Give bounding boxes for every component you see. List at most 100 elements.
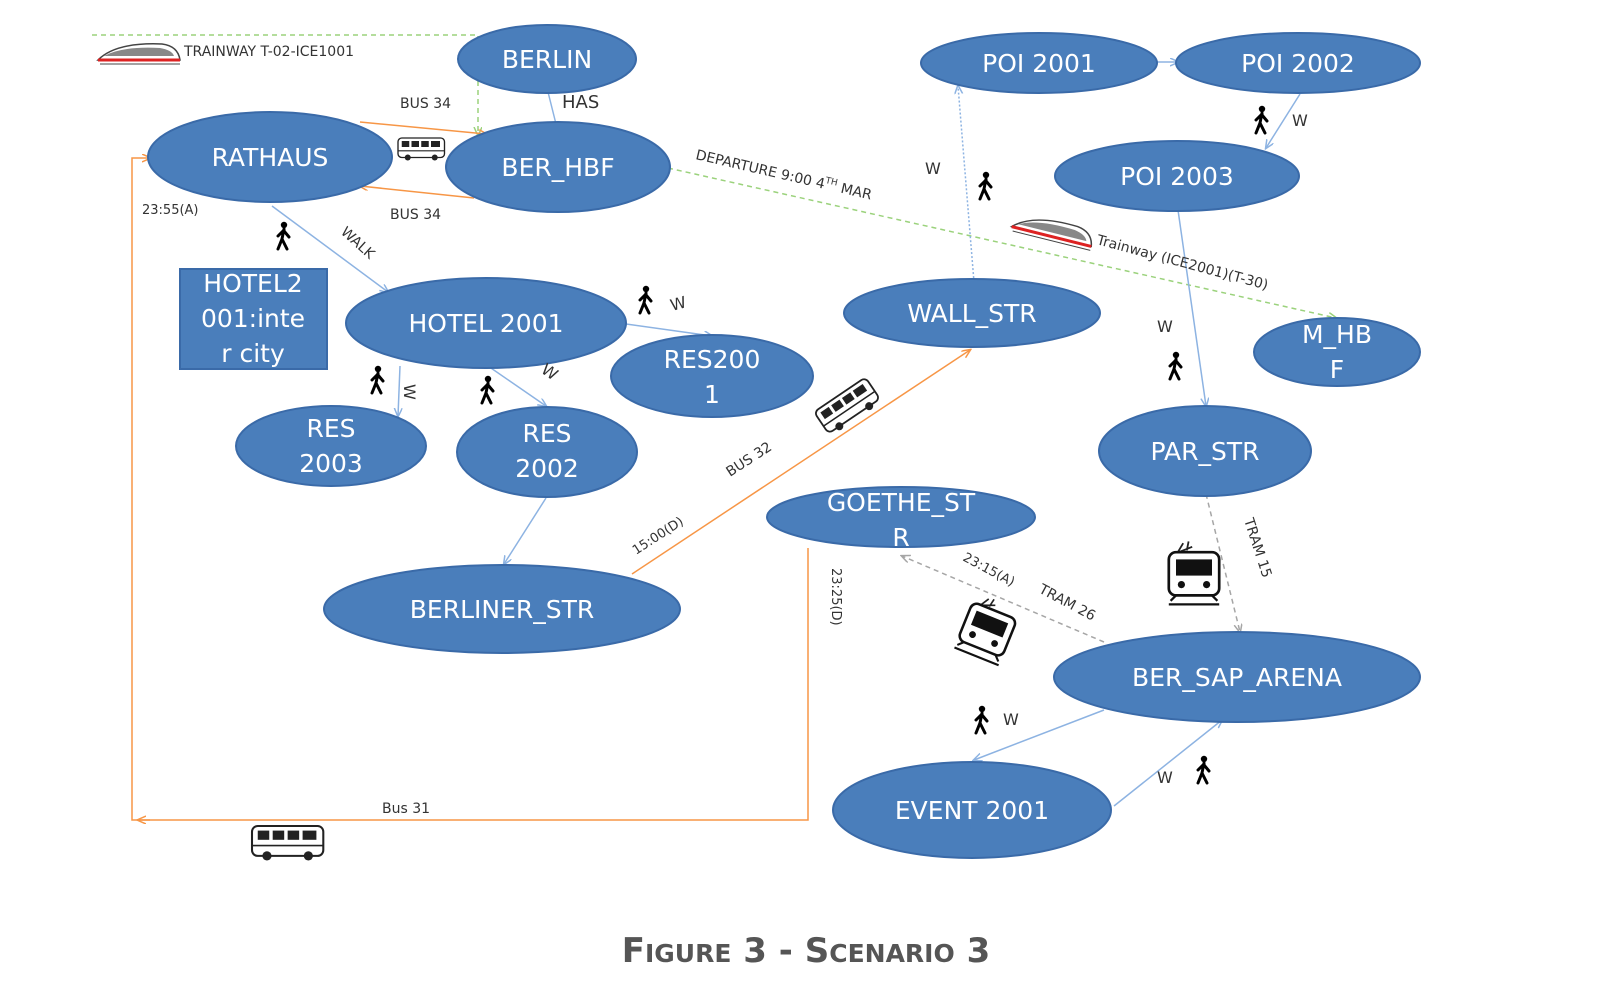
label-poi-2001: POI 2001 — [982, 49, 1096, 78]
label-m-hbf-line1: M_HB — [1302, 320, 1372, 349]
edge-walk-event-arena — [1113, 720, 1222, 807]
edge-walk-poi2003-parstr — [1177, 209, 1206, 406]
tram-icon — [1167, 540, 1221, 606]
hotel-box-line1: HOTEL2 — [203, 269, 302, 298]
edge-walk-res2002-berliner — [504, 497, 547, 564]
label-rathaus: RATHAUS — [212, 143, 329, 172]
label-bus34-bottom: BUS 34 — [390, 207, 441, 223]
label-w-poi2002-poi2003: W — [1292, 111, 1308, 130]
label-hotel-2001: HOTEL 2001 — [408, 309, 563, 338]
node-poi-2003[interactable] — [1054, 140, 1300, 212]
label-goethe-str-line1: GOETHE_ST — [827, 488, 976, 517]
pedestrian-icon — [480, 374, 495, 405]
label-res2003-line1: RES — [306, 414, 355, 443]
node-goethe-str[interactable] — [766, 486, 1036, 548]
edge-bus31 — [131, 158, 809, 821]
node-ber-sap-arena[interactable] — [1053, 631, 1421, 723]
node-labels: BERLIN RATHAUS BER_HBF HOTEL 2001 RES200… — [201, 45, 1372, 825]
pedestrian-icon — [1196, 754, 1211, 785]
edge-bus34-top — [359, 121, 486, 134]
node-rathaus[interactable] — [147, 111, 393, 203]
pedestrian-icon — [276, 220, 291, 251]
pedestrian-icon — [1254, 104, 1269, 135]
node-event-2001[interactable] — [832, 761, 1112, 859]
label-bus34-top: BUS 34 — [400, 96, 451, 112]
label-ber-sap-arena: BER_SAP_ARENA — [1132, 663, 1342, 692]
edge-bus32 — [631, 350, 970, 575]
node-res2003[interactable] — [235, 405, 427, 487]
pedestrian-icon — [638, 284, 653, 315]
pedestrian-icon — [978, 170, 993, 201]
figure-caption: FIGURE 3 - SCENARIO 3 — [622, 931, 990, 971]
node-par-str[interactable] — [1098, 405, 1312, 497]
label-res2001-line1: RES200 — [664, 345, 761, 374]
node-poi-2001[interactable] — [920, 32, 1158, 94]
label-w-wall-poi2001: W — [925, 159, 941, 178]
edge-walk-rathaus-hotel — [271, 205, 388, 292]
label-goethe-str-line2: R — [892, 523, 909, 552]
label-wall-str: WALL_STR — [907, 299, 1036, 328]
node-poi-2002[interactable] — [1175, 32, 1421, 94]
node-ber-hbf[interactable] — [445, 121, 671, 213]
label-w-hotel-res2001: W — [668, 292, 688, 314]
pedestrian-icon — [370, 364, 385, 395]
label-bus32: BUS 32 — [723, 439, 774, 480]
pedestrian-icon — [974, 704, 989, 735]
label-w-hotel-res2003: W — [400, 384, 419, 400]
bus-icon — [397, 137, 446, 162]
edge-walk-hotel-res2001 — [625, 323, 712, 336]
edge-walk-hotel-res2003 — [398, 365, 400, 416]
node-wall-str[interactable] — [843, 278, 1101, 348]
bus-icon — [813, 376, 884, 438]
nodes — [147, 24, 1421, 859]
edge-tram15 — [1205, 493, 1240, 632]
label-time-2355: 23:55(A) — [142, 203, 199, 218]
label-poi-2002: POI 2002 — [1241, 49, 1355, 78]
label-w-poi2003-parstr: W — [1157, 317, 1173, 336]
label-tram15: TRAM 15 — [1240, 515, 1275, 580]
node-berliner-str[interactable] — [323, 564, 681, 654]
node-res2001[interactable] — [610, 334, 814, 418]
label-trainway-top: TRAINWAY T-02-ICE1001 — [183, 44, 354, 60]
edge-trainway-ice — [667, 167, 1336, 318]
label-tram26: TRAM 26 — [1035, 581, 1098, 625]
tram-icon — [953, 591, 1023, 667]
edge-walk-hotel-res2002 — [487, 365, 546, 406]
hotel-info-box[interactable] — [179, 268, 328, 370]
label-res2003-line2: 2003 — [299, 449, 363, 478]
label-time-1500: 15:00(D) — [630, 514, 686, 558]
hotel-box-line2: 001:inte — [201, 304, 305, 333]
label-m-hbf-line2: F — [1330, 355, 1344, 384]
node-res2002[interactable] — [456, 406, 638, 498]
label-berlin: BERLIN — [502, 45, 592, 74]
label-res2002-line1: RES — [522, 419, 571, 448]
edge-walk-wall-poi2001 — [958, 86, 975, 283]
edge-bus34-bottom — [360, 186, 475, 199]
label-w-arena-event: W — [1003, 710, 1019, 729]
label-has: HAS — [562, 92, 599, 113]
label-time-2325: 23:25(D) — [828, 568, 843, 626]
label-ber-hbf: BER_HBF — [501, 153, 614, 182]
label-w-event-arena: W — [1157, 768, 1173, 787]
edge-tram26 — [902, 556, 1105, 643]
label-bus31: Bus 31 — [382, 801, 430, 817]
edge-has — [547, 91, 557, 125]
label-res2001-line2: 1 — [704, 380, 720, 409]
node-berlin[interactable] — [457, 24, 637, 94]
edge-walk-arena-event — [974, 709, 1105, 760]
node-hotel-2001[interactable] — [345, 277, 627, 369]
label-departure: DEPARTURE 9:00 4TH MAR — [694, 146, 874, 203]
hotel-box-line3: r city — [221, 339, 285, 368]
label-walk: WALK — [337, 224, 378, 263]
edge-trainway-top — [92, 34, 478, 135]
label-event-2001: EVENT 2001 — [895, 796, 1049, 825]
edges — [92, 34, 1336, 821]
label-poi-2003: POI 2003 — [1120, 162, 1234, 191]
train-icon — [96, 42, 182, 66]
train-icon — [1009, 209, 1097, 252]
label-berliner-str: BERLINER_STR — [410, 595, 595, 624]
pedestrian-icon — [1168, 350, 1183, 381]
label-res2002-line2: 2002 — [515, 454, 579, 483]
node-m-hbf[interactable] — [1253, 317, 1421, 387]
